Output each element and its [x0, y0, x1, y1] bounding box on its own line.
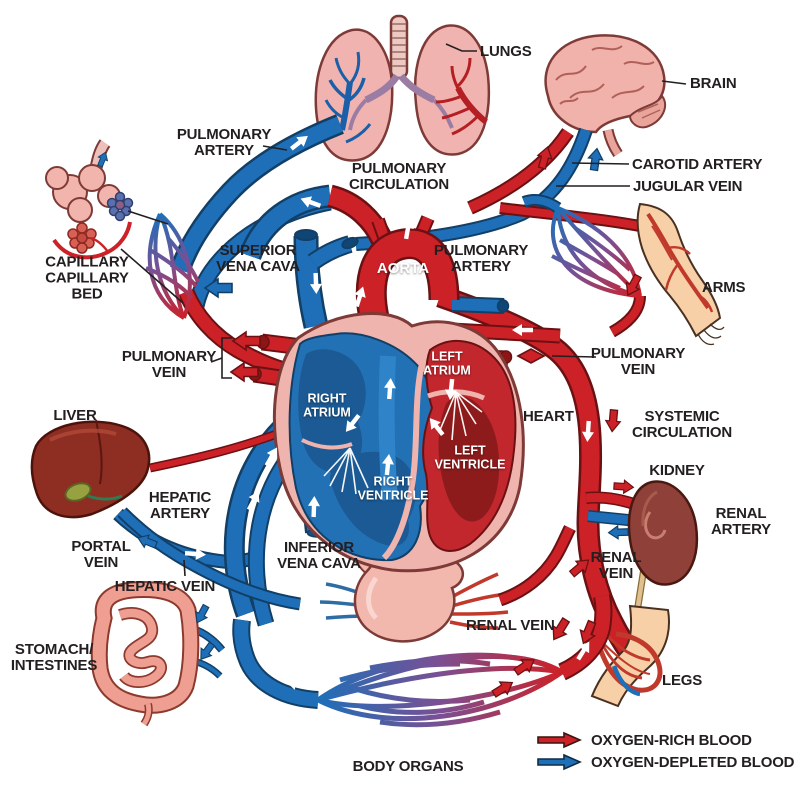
alveolus-capillary-cluster: [106, 191, 134, 222]
liver-illustration: [30, 419, 151, 519]
pulmonary-artery-branches: [324, 51, 372, 144]
arm-illustration: [636, 202, 725, 346]
trachea: [389, 14, 409, 80]
gallbladder: [64, 482, 92, 502]
leader-lines: [120, 43, 687, 577]
alveoli-capillary-bed-illustration: [45, 139, 134, 260]
brain-illustration: [544, 34, 667, 158]
legend-oxygen-rich: OXYGEN-RICH BLOOD: [536, 729, 794, 751]
intestines-illustration: [90, 581, 226, 727]
capillary-network-body: [232, 594, 613, 728]
leg-vessels: [593, 631, 663, 697]
bronchi: [348, 73, 454, 131]
heart-illustration: [239, 184, 561, 573]
capillary-network-arm: [521, 194, 646, 338]
lungs-illustration: [314, 14, 491, 162]
leg-illustration: [590, 604, 670, 708]
flow-arrows: [94, 131, 645, 701]
capillary-network-left: [145, 212, 200, 320]
legend-oxygen-depleted-label: OXYGEN-DEPLETED BLOOD: [591, 753, 795, 771]
legend-oxygen-rich-label: OXYGEN-RICH BLOOD: [591, 731, 752, 749]
oxygen-depleted-arrow-icon: [537, 753, 582, 771]
oxygen-rich-arrow-icon: [537, 731, 582, 749]
heart-valves: [323, 391, 483, 495]
pulmonary-vein-diamond-arrow: [516, 348, 546, 364]
brain-gyri: [555, 45, 661, 119]
neck-vessels: [355, 127, 642, 251]
legend: OXYGEN-RICH BLOOD OXYGEN-DEPLETED BLOOD: [536, 729, 795, 773]
legend-oxygen-depleted: OXYGEN-DEPLETED BLOOD: [536, 751, 795, 773]
pulmonary-vein-branches: [435, 57, 488, 136]
